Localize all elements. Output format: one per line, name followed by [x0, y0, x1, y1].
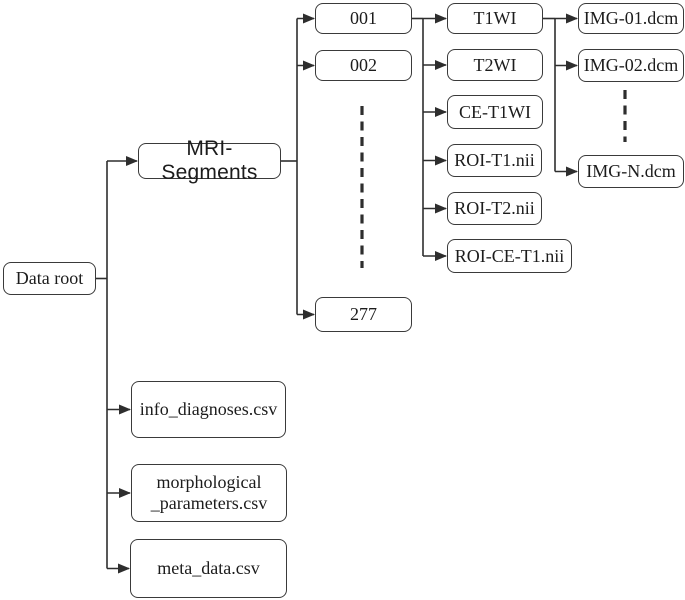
- node-case-001: 001: [315, 3, 412, 34]
- node-info-diagnoses-csv: info_diagnoses.csv: [131, 381, 286, 438]
- node-mri-segments: MRI-Segments: [138, 137, 281, 184]
- node-roi-t1-nii: ROI-T1.nii: [447, 144, 542, 177]
- node-data-root: Data root: [3, 262, 96, 295]
- node-img-n-dcm: IMG-N.dcm: [578, 155, 684, 188]
- connector-sequence-dicoms: [543, 13, 578, 177]
- node-ce-t1wi: CE-T1WI: [447, 95, 543, 129]
- connector-segments-cases: [281, 13, 315, 320]
- node-img-01-dcm: IMG-01.dcm: [578, 3, 684, 34]
- node-meta-data-csv: meta_data.csv: [130, 539, 287, 598]
- connector-case-contents: [412, 13, 447, 261]
- connector-root-children: [96, 156, 138, 574]
- node-t2wi: T2WI: [447, 49, 543, 81]
- node-t1wi: T1WI: [447, 3, 543, 34]
- node-morphological-parameters-csv: morphological _parameters.csv: [131, 464, 287, 522]
- node-img-02-dcm: IMG-02.dcm: [578, 49, 684, 82]
- node-case-277: 277: [315, 297, 412, 332]
- node-roi-ce-t1-nii: ROI-CE-T1.nii: [447, 239, 572, 273]
- ellipsis-dashed-lines: [360, 90, 627, 268]
- node-roi-t2-nii: ROI-T2.nii: [447, 192, 542, 225]
- node-case-002: 002: [315, 50, 412, 81]
